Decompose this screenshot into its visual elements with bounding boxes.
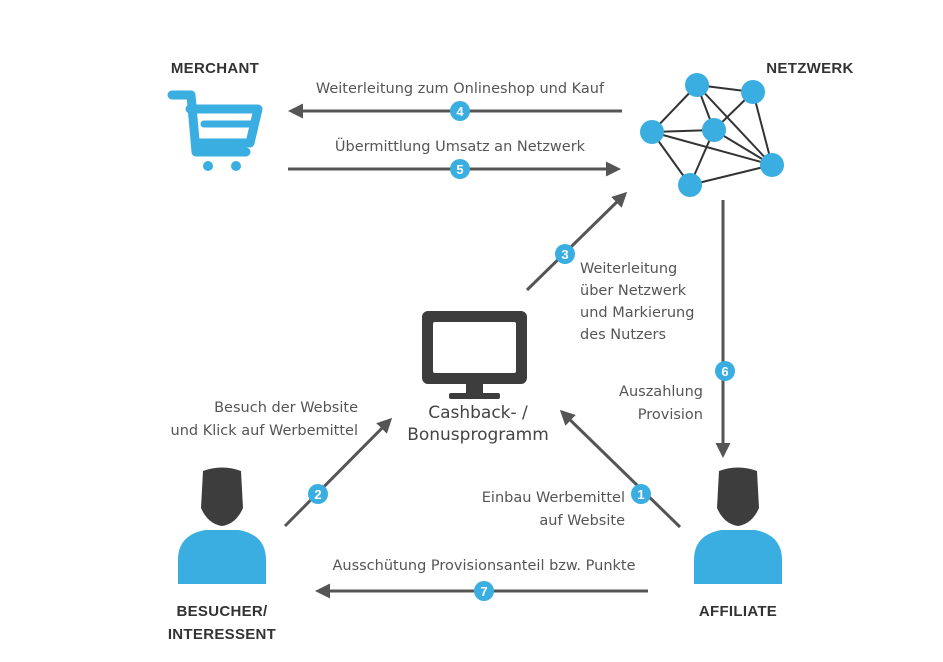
step-6-label-line1: Auszahlung [619, 384, 703, 400]
shopping-cart-icon [167, 90, 263, 171]
step-badge-7: 7 [474, 581, 494, 601]
step-badge-1: 1 [631, 484, 651, 504]
svg-text:7: 7 [480, 584, 487, 599]
person-icon [178, 467, 266, 584]
merchant-title: MERCHANT [171, 60, 259, 77]
arrow-step-3 [525, 191, 628, 292]
monitor-icon [422, 311, 527, 399]
svg-text:4: 4 [456, 104, 464, 119]
step-badge-5: 5 [450, 159, 470, 179]
network-icon [640, 73, 784, 197]
cashback-label-line1: Cashback- / [428, 403, 528, 423]
besucher-title-line2: INTERESSENT [168, 626, 276, 643]
arrow-step-2 [283, 417, 393, 528]
svg-text:6: 6 [721, 364, 728, 379]
step-3-label-line4: des Nutzers [580, 327, 666, 343]
step-6-label-line2: Provision [638, 407, 703, 423]
step-3-label-line2: über Netzwerk [580, 283, 687, 299]
step-3-label-line1: Weiterleitung [580, 261, 677, 277]
svg-text:5: 5 [456, 162, 463, 177]
cashback-label-line2: Bonusprogramm [407, 425, 549, 445]
step-badge-2: 2 [308, 484, 328, 504]
svg-text:1: 1 [637, 487, 644, 502]
step-badge-3: 3 [555, 244, 575, 264]
step-5-label: Übermittlung Umsatz an Netzwerk [335, 137, 586, 155]
step-1-label-line1: Einbau Werbemittel [482, 490, 625, 506]
step-4-label: Weiterleitung zum Onlineshop und Kauf [316, 81, 605, 97]
arrow-step-1 [559, 409, 682, 529]
person-icon [694, 467, 782, 584]
step-3-label-line3: und Markierung [580, 305, 694, 321]
step-2-label-line2: und Klick auf Werbemittel [171, 423, 359, 439]
step-7-label: Ausschütung Provisionsanteil bzw. Punkte [332, 558, 635, 574]
svg-text:3: 3 [561, 247, 568, 262]
step-badge-6: 6 [715, 361, 735, 381]
svg-text:2: 2 [314, 487, 321, 502]
step-1-label-line2: auf Website [539, 513, 625, 529]
netzwerk-title: NETZWERK [766, 60, 853, 77]
affiliate-title: AFFILIATE [699, 603, 777, 620]
step-2-label-line1: Besuch der Website [214, 400, 358, 416]
besucher-title-line1: BESUCHER/ [176, 603, 268, 620]
step-badge-4: 4 [450, 101, 470, 121]
